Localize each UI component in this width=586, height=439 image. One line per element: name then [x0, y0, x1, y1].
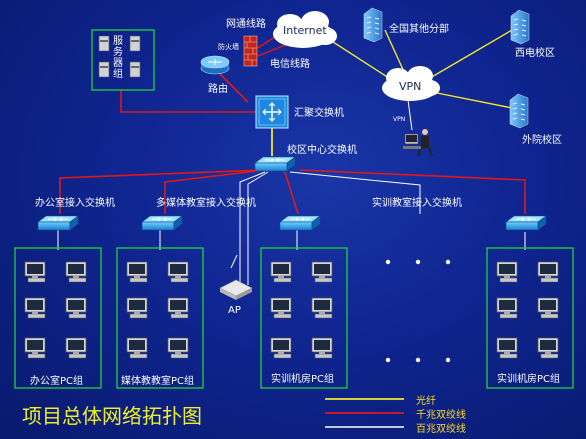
link-internet-to-vpn	[329, 39, 393, 81]
west-campus-label: 西电校区	[515, 48, 555, 59]
ap-label: AP	[228, 305, 241, 316]
training-access-switch-icon	[279, 215, 321, 231]
training-pc-label: 实训机房PC组	[271, 374, 335, 385]
vpn-small-label: VPN	[393, 116, 406, 123]
training-pc-2-label: 实训机房PC组	[497, 374, 561, 385]
legend-fast-label: 百兆双绞线	[416, 424, 466, 435]
training-pc-group-box	[260, 247, 348, 389]
legend-gigabit-label: 千兆双绞线	[416, 410, 466, 421]
vpn-cloud-icon	[382, 66, 440, 101]
media-access-label: 多媒体教室接入交换机	[156, 198, 256, 209]
vpn-user-icon	[403, 129, 433, 157]
campus-core-switch-icon	[254, 156, 296, 172]
ellipsis-dots	[385, 259, 451, 363]
link-core-to-training1	[284, 171, 299, 215]
link-core-to-room	[289, 171, 421, 214]
link-core-to-office	[59, 169, 263, 214]
server-group-box	[91, 29, 155, 91]
media-pcs	[126, 261, 189, 359]
aggregation-switch-label: 汇聚交换机	[294, 108, 344, 119]
west-campus-building-icon	[510, 9, 530, 45]
media-pc-group-box	[116, 247, 204, 389]
office-access-switch-icon	[37, 215, 79, 231]
outer-campus-building-icon	[509, 93, 529, 129]
diagram-title: 项目总体网络拓扑图	[22, 404, 202, 428]
link-vpn-west	[429, 29, 513, 79]
link-core-to-training-mid	[247, 171, 269, 285]
link-server-to-agg	[120, 90, 258, 113]
branch-building-icon	[363, 7, 383, 43]
link-core-to-training2	[299, 169, 526, 214]
training-pcs-2	[496, 261, 559, 359]
aggregation-switch-icon	[255, 95, 289, 129]
wangtong-label: 网通线路	[226, 19, 266, 30]
server-icon	[98, 35, 141, 78]
training-access-switch-2-icon	[505, 215, 547, 231]
link-vpn-user	[407, 99, 413, 131]
internet-label: Internet	[283, 24, 327, 37]
office-pc-group-box	[14, 247, 102, 389]
router-icon	[200, 55, 230, 75]
internet-cloud-icon	[273, 11, 337, 48]
training-pcs	[270, 261, 333, 359]
office-pcs	[24, 261, 87, 359]
link-vpn-outer	[431, 91, 513, 109]
outer-campus-label: 外院校区	[522, 135, 562, 146]
server-group-label: 服务器组	[113, 36, 123, 80]
training-access-label: 实训教室接入交换机	[372, 198, 462, 209]
media-pc-label: 媒体教教室PC组	[121, 376, 195, 387]
legend-fiber-label: 光纤	[416, 396, 436, 407]
ap-icon	[219, 254, 253, 300]
office-access-label: 办公室接入交换机	[35, 198, 115, 209]
campus-core-switch-label: 校区中心交换机	[287, 145, 357, 156]
vpn-label: VPN	[399, 80, 422, 93]
dianxin-label: 电信线路	[270, 59, 310, 70]
link-core-to-ap	[239, 171, 266, 285]
training-pc-group-2-box	[486, 247, 574, 389]
router-label: 路由	[208, 84, 228, 95]
link-core-to-media	[164, 169, 266, 214]
firewall-label: 防火墙	[218, 43, 239, 51]
firewall-icon	[243, 35, 258, 67]
link-router-to-agg	[217, 71, 249, 103]
office-pc-label: 办公室PC组	[30, 376, 84, 387]
link-vpn-branches	[384, 29, 406, 75]
link-firewall-dianxin	[257, 43, 289, 57]
media-access-switch-icon	[141, 215, 183, 231]
branches-label: 全国其他分部	[389, 24, 449, 35]
